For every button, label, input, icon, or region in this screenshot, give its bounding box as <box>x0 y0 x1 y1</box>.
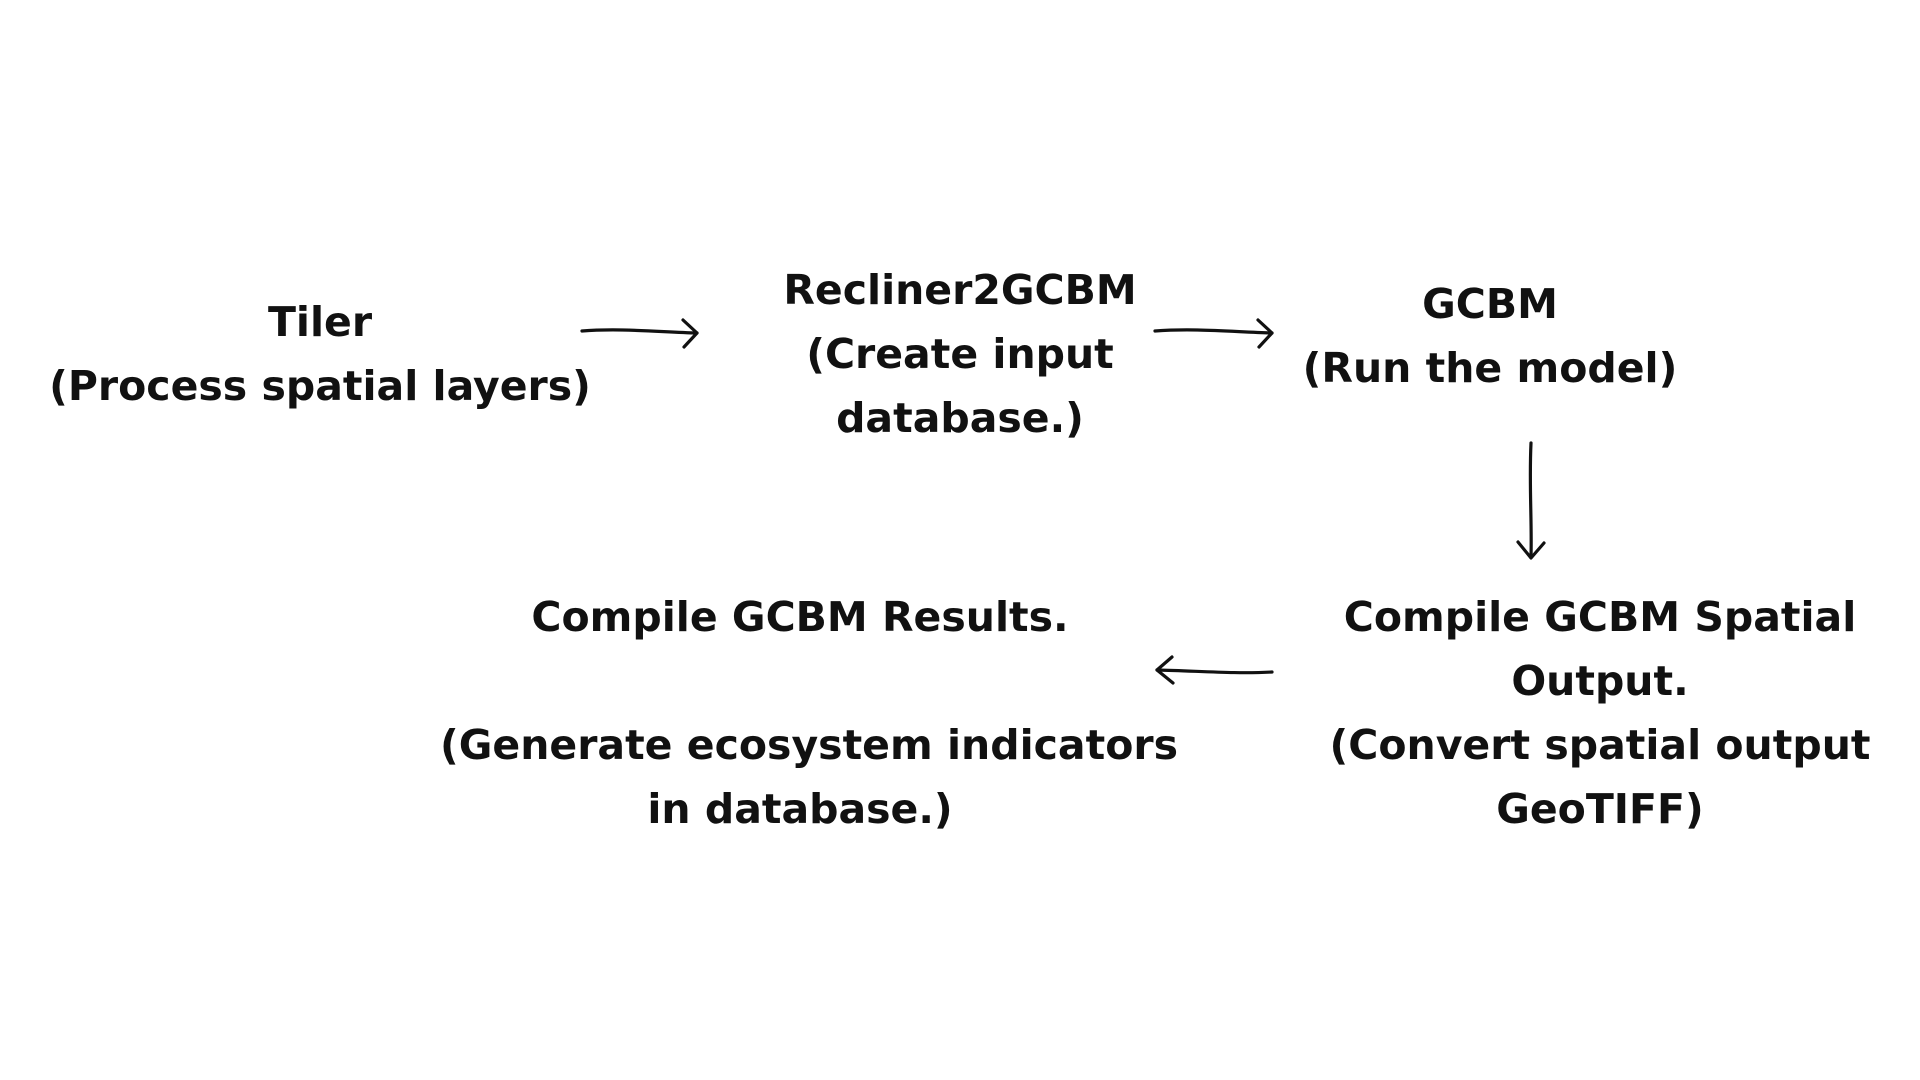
node-description: GeoTIFF) <box>1496 785 1704 833</box>
node-title: GCBM <box>1422 280 1558 328</box>
node-compile-spatial-output: Compile GCBM Spatial Output. (Convert sp… <box>1320 585 1880 841</box>
node-description: (Convert spatial output <box>1329 721 1871 769</box>
node-description: (Create input <box>806 330 1114 378</box>
arrow-shaft <box>1155 668 1274 675</box>
node-description: in database.) <box>647 785 953 833</box>
node-title: Recliner2GCBM <box>783 266 1137 314</box>
arrow-shaft <box>1528 441 1533 559</box>
node-tiler: Tiler (Process spatial layers) <box>40 290 600 418</box>
arrow-recliner2gcbm-to-gcbm <box>1153 318 1274 349</box>
node-title: Compile GCBM Spatial <box>1343 593 1857 641</box>
node-compile-results: Compile GCBM Results. (Generate ecosyste… <box>440 585 1178 841</box>
arrow-head <box>681 318 699 349</box>
node-recliner2gcbm: Recliner2GCBM (Create input database.) <box>750 258 1170 450</box>
node-title: Compile GCBM Results. <box>531 593 1069 641</box>
node-description: (Process spatial layers) <box>49 362 591 410</box>
node-title: Output. <box>1511 657 1689 705</box>
arrow-tiler-to-recliner2gcbm <box>580 318 699 349</box>
arrow-head <box>1256 318 1274 349</box>
node-description: (Run the model) <box>1302 344 1678 392</box>
node-description: (Generate ecosystem indicators <box>440 721 1178 769</box>
arrow-spatial-output-to-results <box>1155 655 1274 685</box>
node-description: database.) <box>836 394 1084 442</box>
arrow-shaft <box>580 328 699 335</box>
arrow-head <box>1155 655 1175 685</box>
node-title: Tiler <box>267 298 373 346</box>
arrow-shaft <box>1153 328 1274 335</box>
arrow-gcbm-to-spatial-output <box>1516 441 1546 560</box>
arrow-head <box>1516 540 1546 560</box>
node-gcbm: GCBM (Run the model) <box>1300 272 1680 400</box>
